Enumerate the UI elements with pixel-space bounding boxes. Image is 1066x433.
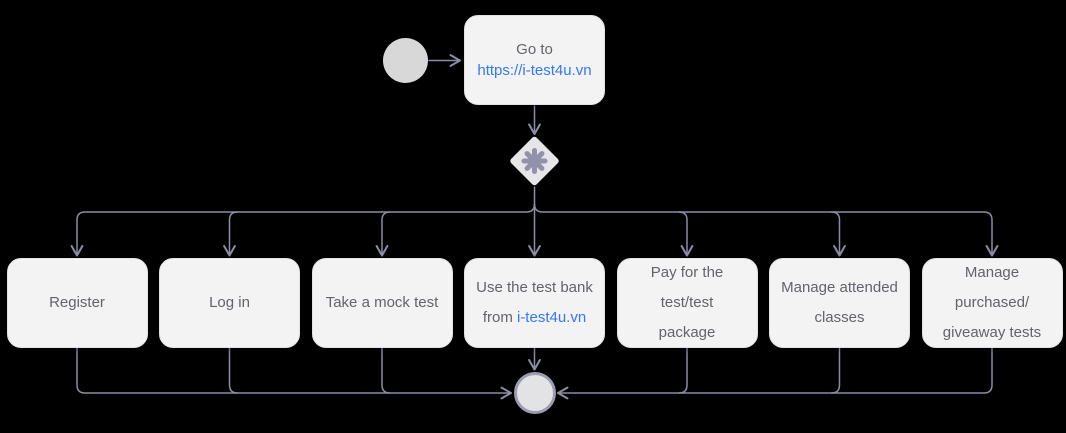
edge-task-1-to-end bbox=[228, 347, 239, 394]
edge-gateway-to-task-2 bbox=[375, 211, 391, 257]
node-log-in[interactable]: Log in bbox=[159, 258, 300, 348]
node-take-mock-test[interactable]: Take a mock test bbox=[311, 258, 453, 348]
edge-gateway-to-task-6 bbox=[533, 203, 999, 257]
node-manage-purchased-tests[interactable]: Manage purchased/ giveaway tests bbox=[921, 258, 1063, 348]
asterisk-gateway-icon bbox=[521, 148, 548, 174]
test-bank-link[interactable]: i-test4u.vn bbox=[516, 309, 587, 326]
edge-gateway-to-task-0 bbox=[70, 203, 536, 257]
edge-task-2-to-end bbox=[381, 347, 391, 394]
start-node[interactable] bbox=[383, 38, 428, 83]
edge-task-5-to-end bbox=[830, 347, 841, 394]
edge-gateway-to-task-5 bbox=[830, 211, 846, 257]
task-label: Manage attended classes bbox=[781, 279, 898, 326]
node-goto-task[interactable]: Go to https://i-test4u.vn bbox=[464, 15, 605, 105]
task-label: Take a mock test bbox=[325, 294, 439, 311]
edge-gateway-to-task-1 bbox=[223, 211, 239, 257]
node-register[interactable]: Register bbox=[6, 258, 148, 348]
task-label: Log in bbox=[209, 294, 250, 311]
end-node[interactable] bbox=[513, 372, 556, 414]
goto-label: Go to bbox=[516, 41, 553, 58]
goto-url-link[interactable]: https://i-test4u.vn bbox=[477, 62, 592, 79]
edge-task-0-to-end bbox=[76, 347, 513, 400]
task-label-line2: from i-test4u.vn bbox=[483, 303, 586, 333]
node-manage-attended-classes[interactable]: Manage attended classes bbox=[769, 258, 910, 348]
task-label: Pay for the test/test package bbox=[650, 264, 724, 341]
gateway-node[interactable] bbox=[509, 136, 560, 187]
node-use-test-bank[interactable]: Use the test bank from i-test4u.vn bbox=[464, 258, 605, 348]
task-label: Manage purchased/ giveaway tests bbox=[942, 264, 1042, 341]
edge-gateway-to-task-4 bbox=[678, 211, 694, 257]
task-label-prefix: from bbox=[482, 309, 513, 326]
edge-task-4-to-end bbox=[678, 347, 688, 394]
node-pay-for-test[interactable]: Pay for the test/test package bbox=[616, 258, 758, 348]
task-label: Use the test bank bbox=[476, 279, 593, 296]
edge-task-6-to-end bbox=[556, 347, 993, 400]
task-label: Register bbox=[49, 294, 105, 311]
